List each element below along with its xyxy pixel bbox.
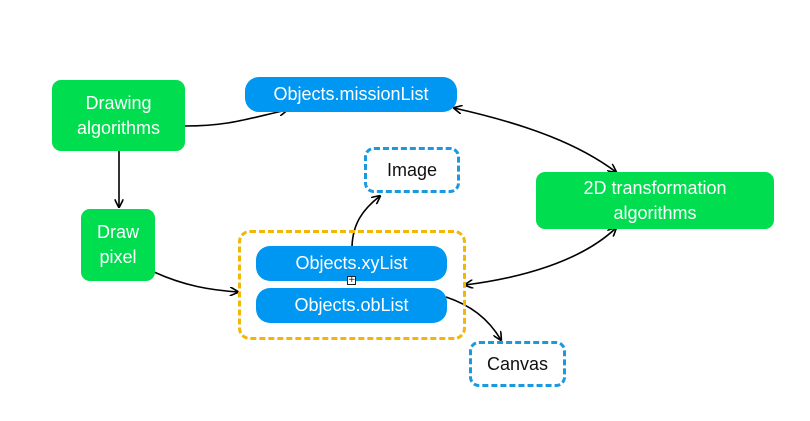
node-mission-list[interactable]: Objects.missionList [245,77,457,112]
node-image[interactable]: Image [364,147,460,193]
node-drawing-algorithms[interactable]: Drawing algorithms [52,80,185,151]
arrow-drawpixel-to-group [153,271,238,292]
plus-square-icon[interactable]: + [347,275,356,285]
node-xy-list[interactable]: Objects.xyList [256,246,447,281]
object-list-group [238,230,466,340]
arrow-transformation-group [465,228,616,285]
arrow-missionlist-transformation [454,108,616,172]
arrow-drawing-to-missionlist [184,110,287,127]
arrow-oblist-to-canvas [445,296,501,340]
node-ob-list[interactable]: Objects.obList [256,288,447,323]
node-canvas[interactable]: Canvas [469,341,566,387]
node-2d-transformation[interactable]: 2D transformation algorithms [536,172,774,229]
node-draw-pixel[interactable]: Draw pixel [81,209,155,281]
arrow-group-to-image [351,196,380,247]
